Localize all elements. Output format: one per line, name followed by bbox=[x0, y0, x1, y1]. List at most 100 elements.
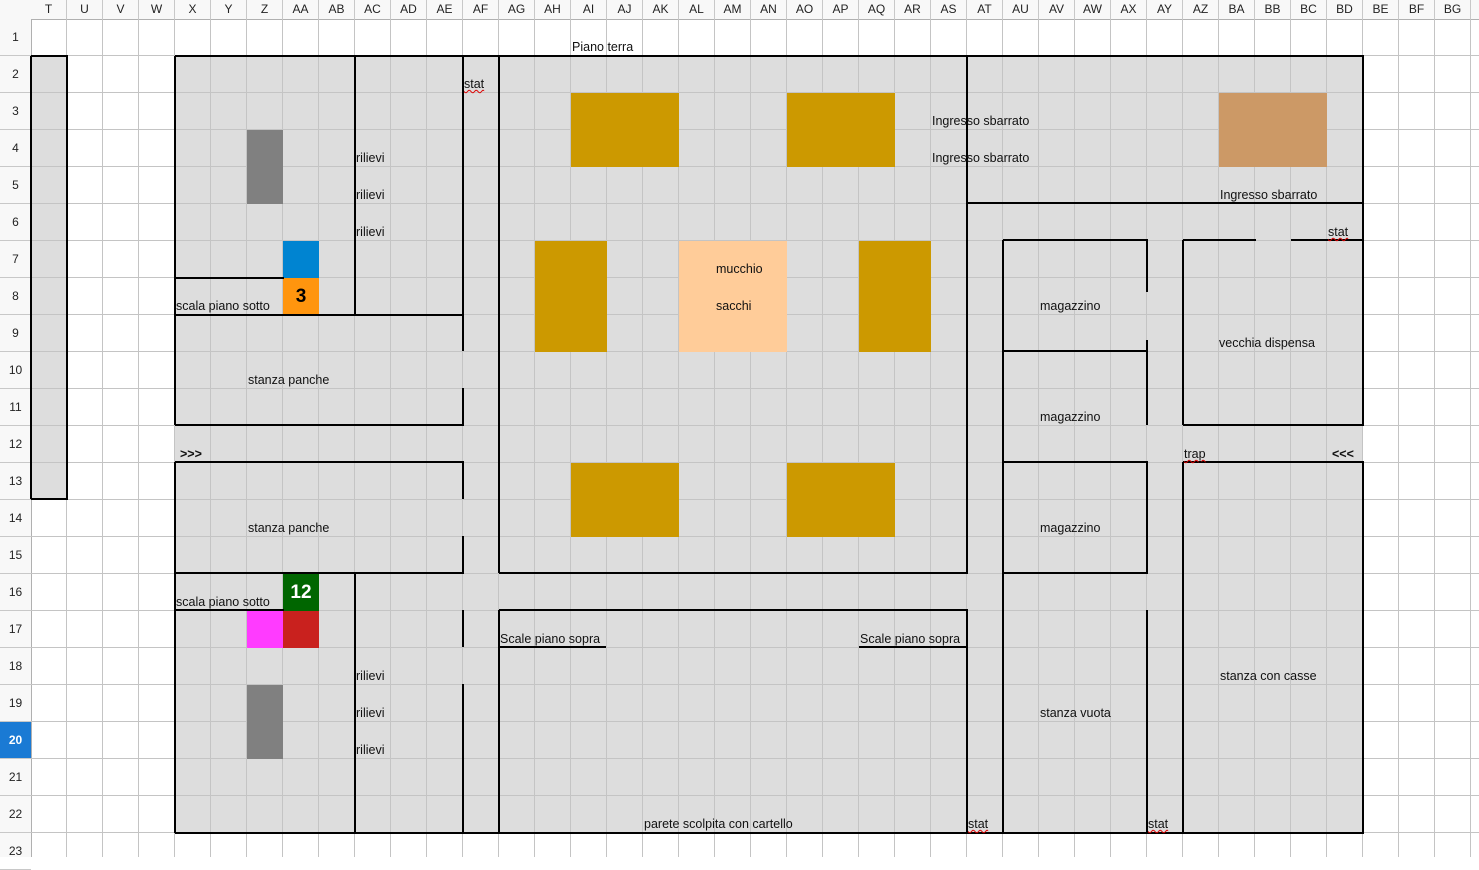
column-header-AE[interactable]: AE bbox=[427, 0, 463, 19]
column-header-AZ[interactable]: AZ bbox=[1183, 0, 1219, 19]
row-header-12[interactable]: 12 bbox=[0, 426, 31, 463]
cell-rilievi[interactable]: rilievi bbox=[356, 743, 385, 757]
row-header-7[interactable]: 7 bbox=[0, 241, 31, 278]
tan-cell-fill[interactable] bbox=[1219, 93, 1327, 167]
row-header-13[interactable]: 13 bbox=[0, 463, 31, 500]
column-header-AI[interactable]: AI bbox=[571, 0, 607, 19]
blue-cell-fill[interactable] bbox=[283, 241, 319, 278]
cell-scale-piano-sopra[interactable]: Scale piano sopra bbox=[860, 632, 961, 646]
column-header-Y[interactable]: Y bbox=[211, 0, 247, 19]
row-header-18[interactable]: 18 bbox=[0, 648, 31, 685]
cell-scala-piano-sotto[interactable]: scala piano sotto bbox=[176, 299, 270, 313]
column-header-W[interactable]: W bbox=[139, 0, 175, 19]
cell-magazzino[interactable]: magazzino bbox=[1040, 299, 1101, 313]
cell-rilievi[interactable]: rilievi bbox=[356, 188, 385, 202]
column-header-AU[interactable]: AU bbox=[1003, 0, 1039, 19]
gold-cell-fill[interactable] bbox=[787, 463, 895, 537]
column-header-AA[interactable]: AA bbox=[283, 0, 319, 19]
column-header-AK[interactable]: AK bbox=[643, 0, 679, 19]
row-header-4[interactable]: 4 bbox=[0, 130, 31, 167]
column-header-BE[interactable]: BE bbox=[1363, 0, 1399, 19]
row-header-14[interactable]: 14 bbox=[0, 500, 31, 537]
column-header-AW[interactable]: AW bbox=[1075, 0, 1111, 19]
gold-cell-fill[interactable] bbox=[535, 241, 607, 352]
cell-stanza-con-casse[interactable]: stanza con casse bbox=[1220, 669, 1317, 683]
cell-vecchia-dispensa[interactable]: vecchia dispensa bbox=[1219, 336, 1315, 350]
cell-stat[interactable]: stat bbox=[1328, 225, 1349, 239]
cell-magazzino[interactable]: magazzino bbox=[1040, 521, 1101, 535]
cell-arrow-left[interactable]: <<< bbox=[1332, 447, 1354, 461]
number-marker[interactable]: 12 bbox=[283, 574, 319, 611]
row-header-17[interactable]: 17 bbox=[0, 611, 31, 648]
column-header-AS[interactable]: AS bbox=[931, 0, 967, 19]
gold-cell-fill[interactable] bbox=[787, 93, 895, 167]
column-header-BF[interactable]: BF bbox=[1399, 0, 1435, 19]
cell-arrow-right[interactable]: >>> bbox=[180, 447, 202, 461]
column-header-AD[interactable]: AD bbox=[391, 0, 427, 19]
column-header-AB[interactable]: AB bbox=[319, 0, 355, 19]
row-header-5[interactable]: 5 bbox=[0, 167, 31, 204]
column-header-BA[interactable]: BA bbox=[1219, 0, 1255, 19]
column-header-AC[interactable]: AC bbox=[355, 0, 391, 19]
row-header-16[interactable]: 16 bbox=[0, 574, 31, 611]
cell-rilievi[interactable]: rilievi bbox=[356, 669, 385, 683]
column-header-AN[interactable]: AN bbox=[751, 0, 787, 19]
column-header-T[interactable]: T bbox=[31, 0, 67, 19]
column-header-AP[interactable]: AP bbox=[823, 0, 859, 19]
column-header-AF[interactable]: AF bbox=[463, 0, 499, 19]
row-header-1[interactable]: 1 bbox=[0, 19, 31, 56]
cell-stanza-vuota[interactable]: stanza vuota bbox=[1040, 706, 1111, 720]
row-header-22[interactable]: 22 bbox=[0, 796, 31, 833]
column-header-AT[interactable]: AT bbox=[967, 0, 1003, 19]
row-header-21[interactable]: 21 bbox=[0, 759, 31, 796]
row-header-20[interactable]: 20 bbox=[0, 722, 31, 759]
red-cell-fill[interactable] bbox=[283, 611, 319, 648]
gray-cell-fill[interactable] bbox=[247, 685, 283, 759]
column-header-X[interactable]: X bbox=[175, 0, 211, 19]
row-header-15[interactable]: 15 bbox=[0, 537, 31, 574]
cell-piano-terra[interactable]: Piano terra bbox=[572, 40, 634, 54]
cell-stanza-panche[interactable]: stanza panche bbox=[248, 521, 330, 535]
cell-sacchi[interactable]: sacchi bbox=[716, 299, 752, 313]
row-header-9[interactable]: 9 bbox=[0, 315, 31, 352]
column-header-BD[interactable]: BD bbox=[1327, 0, 1363, 19]
column-header-AH[interactable]: AH bbox=[535, 0, 571, 19]
row-header-8[interactable]: 8 bbox=[0, 278, 31, 315]
gold-cell-fill[interactable] bbox=[859, 241, 931, 352]
column-header-AQ[interactable]: AQ bbox=[859, 0, 895, 19]
row-header-23[interactable]: 23 bbox=[0, 833, 31, 870]
gold-cell-fill[interactable] bbox=[571, 93, 679, 167]
column-header-AX[interactable]: AX bbox=[1111, 0, 1147, 19]
column-header-AJ[interactable]: AJ bbox=[607, 0, 643, 19]
column-header-AR[interactable]: AR bbox=[895, 0, 931, 19]
cell-rilievi[interactable]: rilievi bbox=[356, 151, 385, 165]
cell-scala-piano-sotto[interactable]: scala piano sotto bbox=[176, 595, 270, 609]
cell-rilievi[interactable]: rilievi bbox=[356, 225, 385, 239]
cell-stanza-panche[interactable]: stanza panche bbox=[248, 373, 330, 387]
cell-trap[interactable]: trap bbox=[1184, 447, 1206, 461]
gray-cell-fill[interactable] bbox=[247, 130, 283, 204]
row-header-11[interactable]: 11 bbox=[0, 389, 31, 426]
column-header-BG[interactable]: BG bbox=[1435, 0, 1471, 19]
column-header-AV[interactable]: AV bbox=[1039, 0, 1075, 19]
magenta-cell-fill[interactable] bbox=[247, 611, 283, 648]
cell-parete-scolpita[interactable]: parete scolpita con cartello bbox=[644, 817, 793, 831]
column-header-AL[interactable]: AL bbox=[679, 0, 715, 19]
column-header-U[interactable]: U bbox=[67, 0, 103, 19]
cell-stat[interactable]: stat bbox=[968, 817, 989, 831]
cell-stat[interactable]: stat bbox=[464, 77, 485, 91]
row-header-3[interactable]: 3 bbox=[0, 93, 31, 130]
column-header-AG[interactable]: AG bbox=[499, 0, 535, 19]
column-header-AY[interactable]: AY bbox=[1147, 0, 1183, 19]
column-header-Z[interactable]: Z bbox=[247, 0, 283, 19]
cell-mucchio[interactable]: mucchio bbox=[716, 262, 763, 276]
row-header-6[interactable]: 6 bbox=[0, 204, 31, 241]
column-header-AM[interactable]: AM bbox=[715, 0, 751, 19]
peach-cell-fill[interactable] bbox=[679, 241, 787, 352]
gold-cell-fill[interactable] bbox=[571, 463, 679, 537]
cell-scale-piano-sopra[interactable]: Scale piano sopra bbox=[500, 632, 601, 646]
cell-magazzino[interactable]: magazzino bbox=[1040, 410, 1101, 424]
cell-stat[interactable]: stat bbox=[1148, 817, 1169, 831]
column-header-AO[interactable]: AO bbox=[787, 0, 823, 19]
row-header-10[interactable]: 10 bbox=[0, 352, 31, 389]
